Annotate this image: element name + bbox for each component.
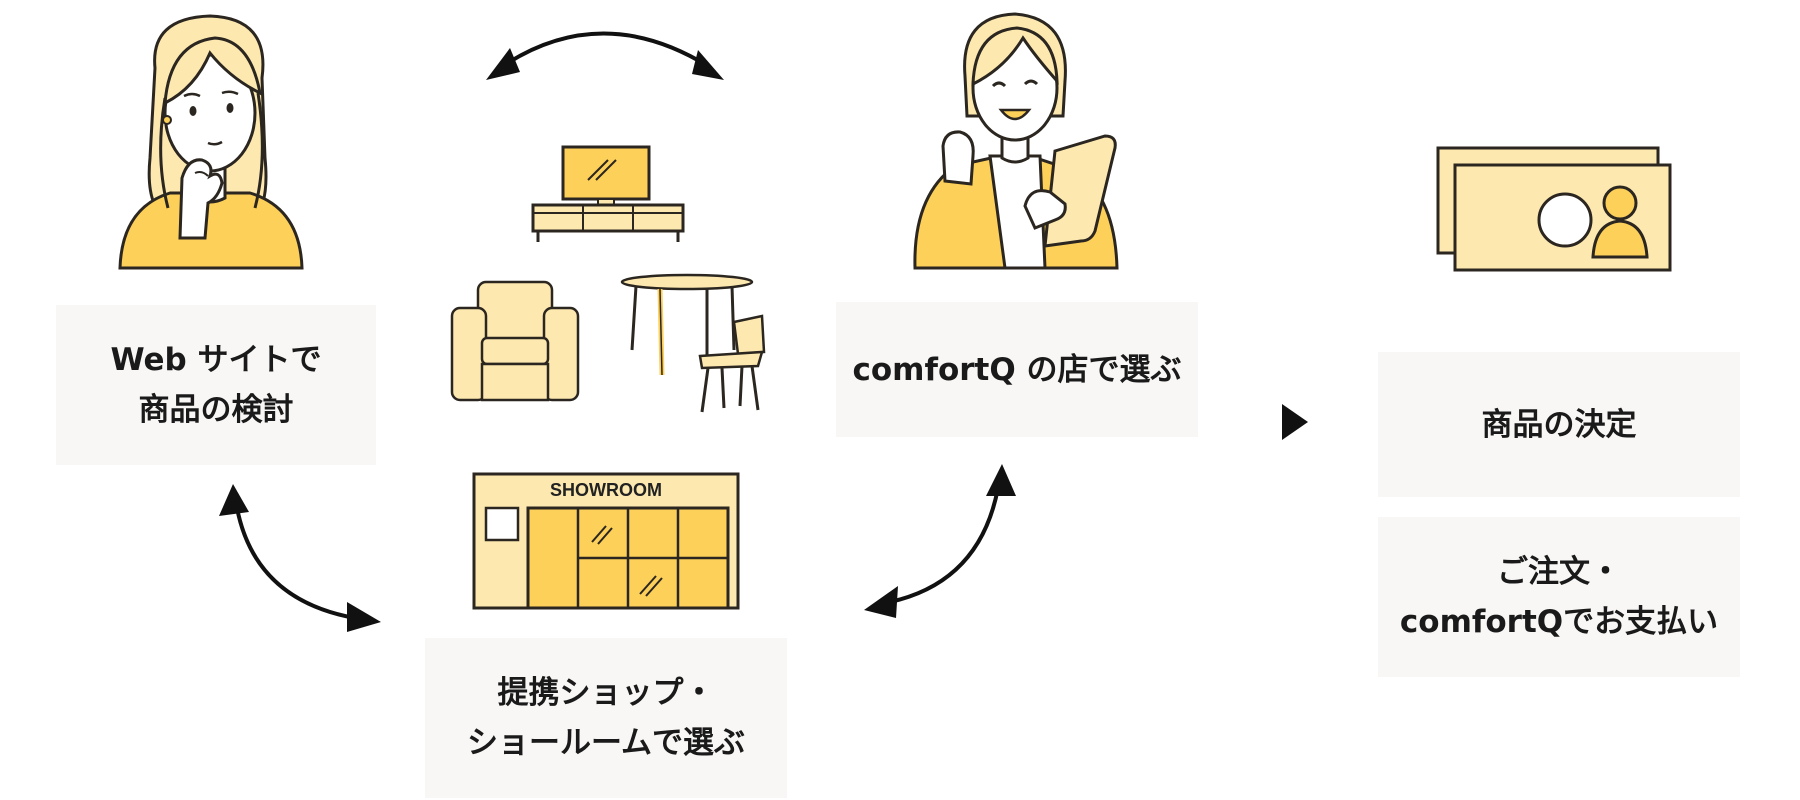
right-double-arrow [864,464,1016,618]
payment-cards-illustration [1436,146,1672,272]
armchair-illustration [450,280,580,402]
showroom-sign: SHOWROOM [550,480,662,500]
step-order-line1: ご注文・ [1497,554,1621,590]
step-order-line2: comfortQでお支払い [1399,604,1719,640]
left-double-arrow [219,484,381,632]
step-decision-line1: 商品の決定 [1481,406,1637,443]
step-order-payment: ご注文・ comfortQでお支払い [1378,517,1740,677]
step-store-line1: comfortQ の店で選ぶ [852,351,1182,388]
woman-thinking-illustration [118,14,304,270]
step-product-decision: 商品の決定 [1378,352,1740,497]
step-shop-line2: ショールームで選ぶ [466,725,746,761]
step-web-line2: 商品の検討 [138,392,294,428]
showroom-illustration: SHOWROOM [472,472,740,610]
top-double-arrow [486,31,724,80]
table-chair-illustration [620,273,766,413]
step-shop-line1: 提携ショップ・ [497,675,715,711]
step-comfortq-store: comfortQ の店で選ぶ [836,302,1198,437]
staff-woman-tablet-illustration [913,12,1119,270]
step-web-line1: Web サイトで [110,342,322,378]
tv-stand-illustration [531,145,685,242]
next-step-arrow [1282,404,1308,440]
step-partner-shop: 提携ショップ・ ショールームで選ぶ [425,638,787,798]
step-web-research: Web サイトで 商品の検討 [56,305,376,465]
